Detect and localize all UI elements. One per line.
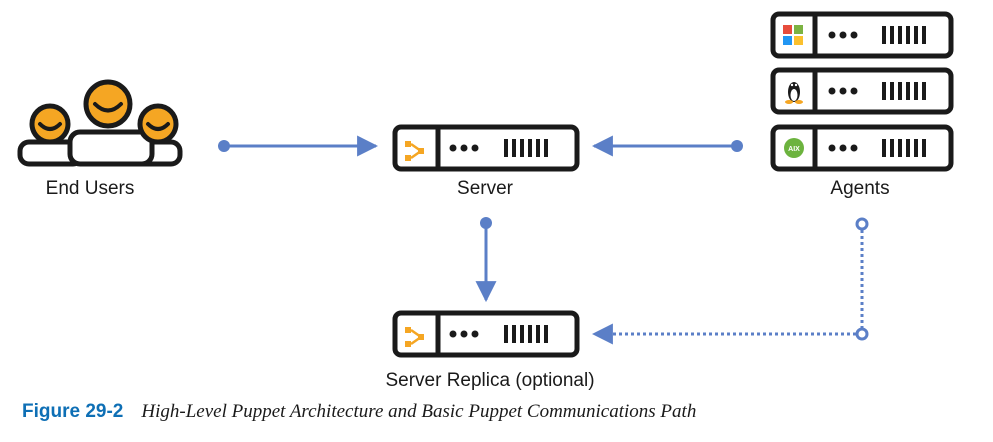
windows-icon [783,25,803,45]
status-dots-icon [449,330,479,338]
status-dots-icon [828,31,858,39]
aix-badge-text: AIX [788,146,800,153]
agent-linux-server-icon [770,67,954,115]
aix-icon: AIX [784,138,804,158]
figure-caption: Figure 29-2 High-Level Puppet Architectur… [22,401,982,423]
puppet-logo-icon [405,141,424,161]
server-replica-label: Server Replica (optional) [385,370,595,391]
server-icon [392,124,580,172]
agents-label: Agents [830,178,890,199]
drive-bars-icon [882,82,926,100]
end-users-icon [17,79,183,167]
drive-bars-icon [504,139,548,157]
agent-aix-server-icon: AIX [770,124,954,172]
figure-caption-text: High-Level Puppet Architecture and Basic… [141,401,697,422]
status-dots-icon [828,87,858,95]
figure-number: Figure 29-2 [22,401,124,422]
server-label: Server [457,178,513,199]
drive-bars-icon [504,325,548,343]
connector-agents-to-replica [591,217,869,345]
agent-windows-server-icon [770,11,954,59]
puppet-logo-icon [405,327,424,347]
server-replica-icon [392,310,580,358]
drive-bars-icon [882,139,926,157]
connector-server-to-replica [475,217,497,303]
status-dots-icon [828,144,858,152]
connector-agents-to-server [591,135,743,157]
connector-users-to-server [218,135,379,157]
status-dots-icon [449,144,479,152]
drive-bars-icon [882,26,926,44]
linux-icon [785,82,803,104]
end-users-label: End Users [45,178,135,199]
